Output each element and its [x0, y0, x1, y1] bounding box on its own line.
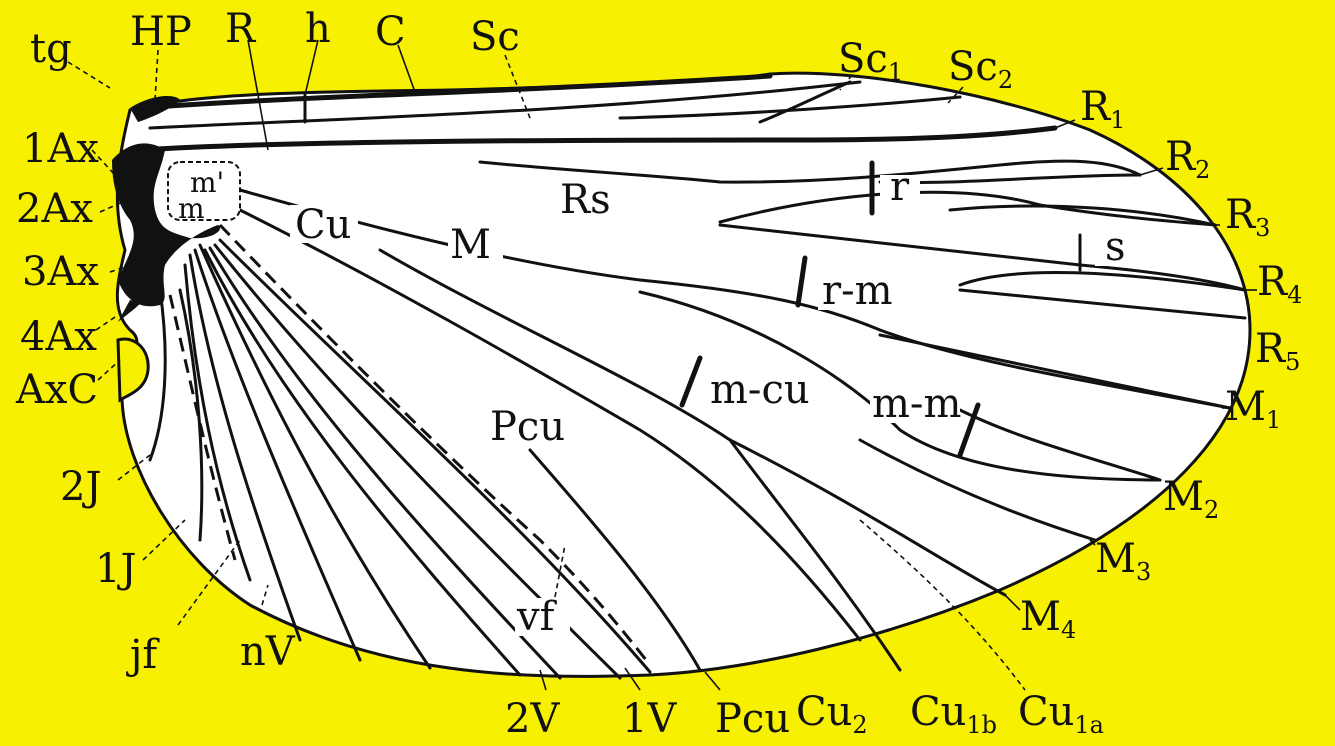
first-jugal-label: 1J [95, 546, 136, 592]
m-m-crossvein-label: m-m [872, 381, 961, 427]
first-axillary-label: 1Ax [22, 126, 99, 172]
third-axillary-label: 3Ax [22, 249, 99, 295]
humeral-label: h [305, 6, 331, 52]
second-vannal-label: 2V [505, 696, 560, 742]
fourth-axillary-label: 4Ax [20, 314, 97, 360]
cubitus-label: Cu [295, 202, 351, 248]
postcubitus-mid-label: Pcu [490, 404, 565, 450]
second-axillary-label: 2Ax [16, 186, 93, 232]
radius-label: R [225, 6, 257, 52]
media-label: M [450, 222, 491, 268]
subcosta-label: Sc [470, 14, 520, 60]
axillary-cord-label: AxC [15, 367, 98, 413]
costa-label: C [375, 9, 406, 55]
postcubitus-bottom-label: Pcu [715, 696, 790, 742]
second-jugal-label: 2J [60, 464, 101, 510]
median-plate-lower-label: m [178, 192, 205, 225]
tegula-label: tg [30, 26, 72, 72]
vannal-fold-label: vf [516, 594, 558, 640]
first-vannal-label: 1V [622, 696, 677, 742]
r-crossvein-label: r [890, 164, 910, 210]
s-crossvein-label: s [1105, 224, 1126, 270]
nth-vannal-label: nV [240, 629, 296, 675]
humeral-plate-label: HP [130, 9, 192, 55]
r-m-crossvein-label: r-m [822, 268, 893, 314]
jugal-fold-label: jf [126, 632, 160, 678]
m-cu-crossvein-label: m-cu [710, 367, 810, 413]
radial-sector-label: Rs [560, 177, 611, 223]
